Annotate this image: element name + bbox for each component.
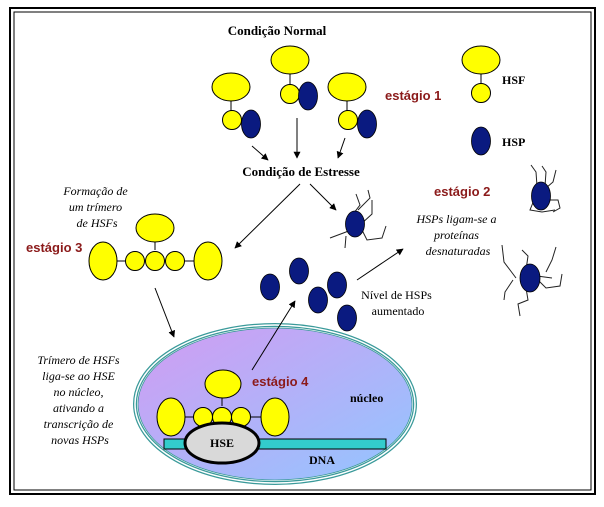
hsf-trimer <box>88 213 223 281</box>
free-hsp-cluster <box>260 257 357 332</box>
hsp-bound-protein-top-right <box>529 164 561 213</box>
dna-strand <box>163 438 387 450</box>
hsp-bound-protein-bottom-right <box>501 244 563 317</box>
hsp-level-caption: Nível de HSPs aumentado <box>361 288 435 318</box>
dna-label: DNA <box>309 453 335 467</box>
stress-condition-label: Condição de Estresse <box>242 164 360 179</box>
hse-element: HSE <box>183 421 261 465</box>
legend-hsf: HSF <box>461 45 525 103</box>
nucleus-label: núcleo <box>350 391 383 405</box>
arrow-nucleus-to-hsps <box>251 300 296 371</box>
arrow-stress-to-denatured <box>309 183 337 211</box>
trimer-formation-caption: Formação de um trímero de HSFs <box>62 184 130 230</box>
arrow-hsp-level-to-binding <box>356 248 404 281</box>
hsp-bind-caption: HSPs ligam-se a proteínas desnaturadas <box>416 212 500 258</box>
stage-4-label: estágio 4 <box>252 374 309 389</box>
outer-frame <box>9 7 596 495</box>
trimer-binds-caption: Trímero de HSFs liga-se ao HSE no núcleo… <box>37 353 122 447</box>
arrow-stress-to-trimer <box>234 183 301 249</box>
stage-3-label: estágio 3 <box>26 240 82 255</box>
hsf-hsp-complex-center <box>270 45 318 111</box>
stage-2-label: estágio 2 <box>434 184 490 199</box>
legend-hsp: HSP <box>471 126 525 156</box>
legend-hsp-label: HSP <box>502 135 525 149</box>
normal-condition-title: Condição Normal <box>228 23 327 38</box>
arrow-trimer-to-nucleus <box>154 287 175 338</box>
hsp-bound-protein-center <box>329 189 387 249</box>
arrow-left-to-stress <box>251 145 269 161</box>
hsf-hsp-complex-right <box>327 72 377 139</box>
arrow-right-to-stress <box>336 137 346 159</box>
hse-label: HSE <box>210 436 234 450</box>
inner-frame <box>13 11 592 491</box>
hsf-hsp-complex-left <box>211 72 261 139</box>
stage-1-label: estágio 1 <box>385 88 441 103</box>
legend-hsf-label: HSF <box>502 73 525 87</box>
